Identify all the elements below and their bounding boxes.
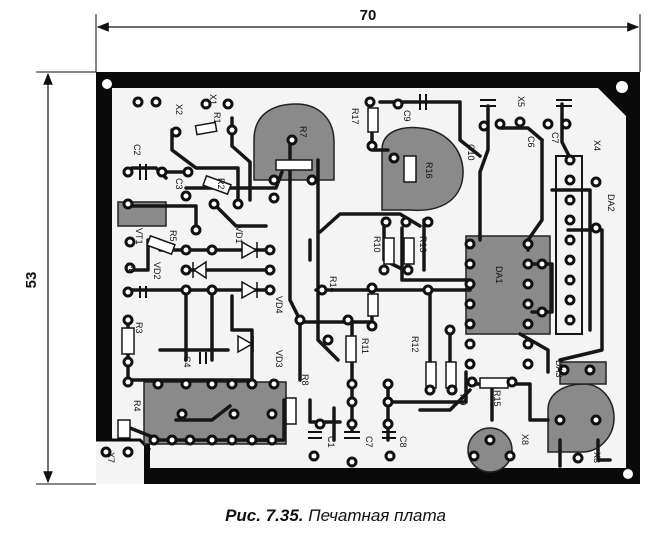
svg-text:R9: R9: [458, 394, 468, 406]
svg-text:X8: X8: [520, 434, 530, 445]
resistor-r9: [445, 361, 457, 389]
height-label: 53: [23, 272, 40, 289]
resistor-r7: [367, 107, 379, 133]
resistor-r13: [403, 237, 415, 265]
svg-text:R5: R5: [168, 230, 178, 242]
svg-text:DA3: DA3: [554, 360, 564, 378]
mount-hole-tr: [616, 81, 628, 93]
svg-text:R10: R10: [372, 236, 382, 253]
da-pad: [465, 235, 551, 335]
svg-text:VD2: VD2: [152, 262, 162, 280]
resistor-r11: [345, 335, 357, 363]
svg-text:VD4: VD4: [274, 296, 284, 314]
resistor-r15: [479, 377, 509, 389]
svg-text:R13: R13: [418, 236, 428, 253]
svg-text:X7: X7: [106, 452, 116, 463]
ground-left: [143, 381, 287, 445]
svg-text:R12: R12: [410, 336, 420, 353]
svg-text:VD1: VD1: [234, 226, 244, 244]
svg-text:C9: C9: [402, 110, 412, 122]
svg-text:R1: R1: [212, 112, 222, 124]
svg-text:VT1: VT1: [134, 228, 144, 245]
diode-vd2: [192, 260, 207, 280]
svg-text:C2: C2: [132, 144, 142, 156]
diode-vd1: [241, 240, 258, 260]
svg-text:C4: C4: [182, 356, 192, 368]
resistor-r12: [425, 361, 437, 389]
resistor-r14: [367, 293, 379, 317]
resistor-r1: [194, 121, 218, 136]
resistor-r16: [403, 155, 417, 183]
svg-text:R16: R16: [424, 162, 434, 179]
copper-areas: [117, 103, 615, 473]
resistor-r3: [121, 327, 135, 355]
height-dimension: 53: [23, 71, 96, 485]
mount-hole-tl: [102, 79, 112, 89]
diodes: [192, 240, 258, 354]
svg-text:C1: C1: [326, 436, 336, 448]
svg-text:R15: R15: [492, 390, 502, 407]
svg-text:R4: R4: [132, 400, 142, 412]
svg-text:C3: C3: [174, 178, 184, 190]
caption-number: Рис. 7.35.: [225, 506, 304, 525]
capacitors: [139, 94, 572, 439]
svg-text:C6: C6: [526, 136, 536, 148]
resistor-r4: [117, 419, 131, 439]
pads: [100, 96, 602, 468]
mount-hole-br: [623, 469, 633, 479]
svg-text:R7: R7: [298, 126, 308, 138]
svg-text:DA1: DA1: [494, 266, 504, 284]
svg-text:C7: C7: [550, 132, 560, 144]
svg-text:X5: X5: [516, 96, 526, 107]
width-dimension: 70: [95, 7, 641, 72]
traces: [126, 100, 612, 468]
svg-text:DA2: DA2: [606, 194, 616, 212]
svg-text:R2: R2: [216, 178, 226, 190]
caption-title: Печатная плата: [308, 506, 446, 525]
diode-vd4: [237, 334, 254, 354]
vt-pad-r16: [381, 126, 464, 212]
svg-text:X2: X2: [174, 104, 184, 115]
x7-notch: [96, 440, 144, 484]
svg-text:C7: C7: [364, 436, 374, 448]
svg-text:C5: C5: [124, 262, 134, 274]
x8-pad: [467, 427, 513, 473]
resistor-r10: [383, 237, 395, 265]
width-label: 70: [360, 7, 377, 24]
svg-text:R3: R3: [134, 322, 144, 334]
svg-text:X3: X3: [592, 452, 602, 463]
diode-vd3: [241, 280, 258, 300]
resistor-r2: [202, 174, 232, 196]
resistor-r8: [285, 397, 297, 425]
resistor-r5: [146, 234, 176, 256]
svg-text:X4: X4: [592, 140, 602, 151]
svg-text:R8: R8: [300, 374, 310, 386]
svg-text:X1: X1: [208, 94, 218, 105]
component-labels: X2 X1 R1 C2 C3 R2 VT1 R5 C5 VD2 VD1 VD4 …: [106, 94, 616, 463]
figure-caption: Рис. 7.35. Печатная плата: [0, 506, 671, 526]
svg-text:R11: R11: [360, 338, 370, 354]
svg-text:R17: R17: [350, 108, 360, 125]
svg-text:R14: R14: [328, 276, 338, 293]
svg-text:VD3: VD3: [274, 350, 284, 368]
resistor-r-vt: [275, 159, 313, 171]
svg-text:C10: C10: [466, 144, 476, 161]
component-bodies: [117, 107, 583, 439]
svg-text:C8: C8: [398, 436, 408, 448]
